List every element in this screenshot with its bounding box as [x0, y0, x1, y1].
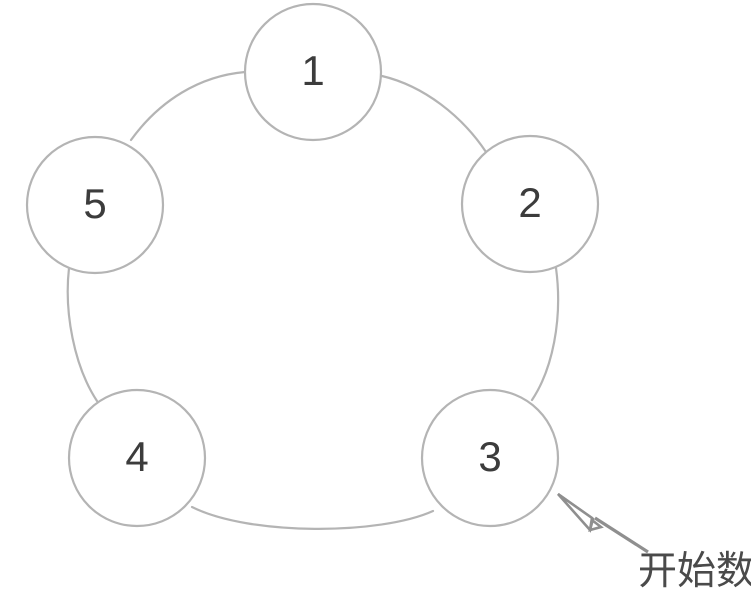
link-arc-5-to-1	[129, 70, 247, 142]
node-2[interactable]: 2	[460, 134, 600, 274]
node-group: 1 2 3 4 5	[25, 2, 600, 528]
pointer-shaft-line	[594, 516, 649, 554]
node-2-circle[interactable]	[460, 134, 600, 274]
node-4-label: 4	[125, 433, 148, 480]
node-5-circle[interactable]	[25, 135, 165, 275]
node-5[interactable]: 5	[25, 135, 165, 275]
node-2-label: 2	[518, 179, 541, 226]
link-arc-1-to-2	[380, 74, 488, 154]
node-5-label: 5	[83, 180, 106, 227]
annotation-label: 开始数	[638, 549, 751, 594]
node-3-label: 3	[478, 433, 501, 480]
node-1[interactable]: 1	[243, 2, 383, 142]
link-arc-2-to-3	[530, 266, 560, 402]
pointer-arrowhead-inner-icon	[557, 492, 594, 533]
link-group	[66, 70, 560, 530]
link-arc-4-to-5	[66, 266, 99, 403]
node-3-circle[interactable]	[420, 388, 560, 528]
node-1-label: 1	[301, 47, 324, 94]
node-1-circle[interactable]	[243, 2, 383, 142]
annotation-pointer	[557, 492, 649, 554]
node-4[interactable]: 4	[67, 388, 207, 528]
node-3[interactable]: 3	[420, 388, 560, 528]
link-arc-3-to-4	[190, 505, 435, 530]
node-4-circle[interactable]	[67, 388, 207, 528]
